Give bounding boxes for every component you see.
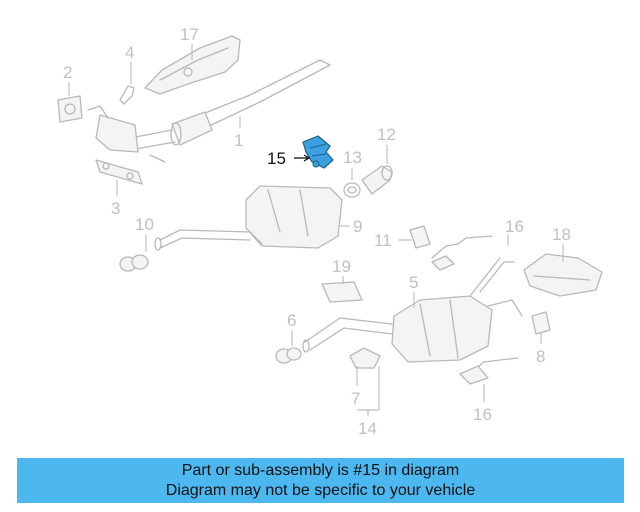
callout-15: 15 [267, 149, 286, 168]
exhaust-parts-diagram: 17 2 4 1 3 12 13 9 10 11 16 18 19 5 6 7 … [57, 25, 603, 438]
part-13-clamp[interactable] [343, 182, 361, 198]
callout-6: 6 [287, 311, 296, 330]
callout-16-upper: 16 [505, 217, 524, 236]
callout-17: 17 [180, 25, 199, 44]
callout-14: 14 [358, 419, 377, 438]
part-6-clamp[interactable] [275, 347, 302, 364]
part-3-flange[interactable] [95, 159, 143, 185]
callout-8: 8 [536, 347, 545, 366]
callout-11: 11 [374, 231, 392, 250]
part-4-bracket[interactable] [119, 85, 135, 105]
part-2-gasket[interactable] [57, 95, 83, 123]
callout-19: 19 [332, 257, 351, 276]
callout-13: 13 [343, 148, 362, 167]
part-16-bracket-upper[interactable] [431, 235, 493, 271]
banner-line-1: Part or sub-assembly is #15 in diagram [181, 462, 460, 479]
part-11-rubber-hanger[interactable] [409, 225, 431, 249]
catalytic-converter[interactable] [87, 105, 139, 153]
callout-2: 2 [63, 63, 72, 82]
callout-1: 1 [234, 131, 243, 150]
part-10-rubber-hanger[interactable] [119, 254, 149, 272]
part-15-hanger-bracket[interactable] [302, 135, 334, 169]
callout-3: 3 [111, 199, 120, 218]
callout-18: 18 [552, 225, 571, 244]
callout-5: 5 [409, 273, 418, 292]
part-7-bracket[interactable] [349, 347, 381, 369]
callout-12: 12 [377, 125, 396, 144]
callout-4: 4 [125, 43, 134, 62]
callout-7: 7 [351, 389, 360, 408]
callout-16-lower: 16 [473, 405, 492, 424]
part-19-heat-shield[interactable] [321, 281, 363, 303]
part-9-rear-muffler[interactable] [154, 185, 343, 251]
callout-10: 10 [135, 215, 154, 234]
part-5-center-muffler[interactable] [302, 257, 523, 363]
callout-9: 9 [353, 217, 362, 236]
part-8-rubber-hanger[interactable] [531, 311, 551, 335]
banner-line-2: Diagram may not be specific to your vehi… [165, 482, 476, 499]
leader-lines [68, 44, 564, 416]
part-16-bracket-lower[interactable] [459, 357, 519, 385]
part-18-heat-shield[interactable] [523, 253, 603, 297]
callout-labels: 17 2 4 1 3 12 13 9 10 11 16 18 19 5 6 7 … [63, 25, 571, 438]
part-17-heat-shield[interactable] [144, 35, 241, 95]
part-12-tail-tip[interactable] [361, 165, 393, 195]
info-banner: Part or sub-assembly is #15 in diagram D… [17, 458, 624, 503]
